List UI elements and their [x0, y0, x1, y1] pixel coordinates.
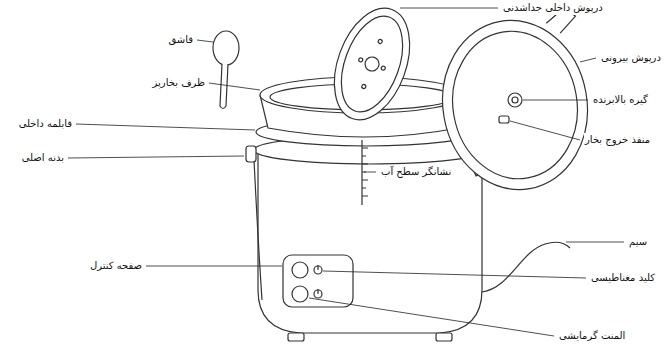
- lift-clip: [508, 93, 522, 107]
- outer-lid: [429, 6, 604, 201]
- water-level-scale: [362, 140, 368, 205]
- part-label: قابلمه داخلی: [18, 117, 73, 131]
- spoon-handle: [220, 64, 228, 109]
- part-label: کلید مغناطیسی: [590, 271, 656, 285]
- leader-line: [197, 40, 213, 42]
- foot: [436, 333, 452, 341]
- cord: [482, 242, 570, 292]
- leader-line: [510, 121, 580, 140]
- leader-line: [323, 271, 586, 278]
- leader-line: [523, 100, 588, 101]
- rice-cooker-drawing: [213, 0, 604, 341]
- heater-indicator: [292, 286, 308, 302]
- side-handle: [246, 146, 256, 162]
- body-shade: [254, 160, 262, 300]
- leader-line: [309, 298, 554, 336]
- steam-vent: [499, 116, 509, 123]
- switch-button: [292, 262, 308, 278]
- part-label: نشانگر سطح آب: [380, 165, 452, 179]
- part-label: درپوش داخلی جداشدنی: [502, 1, 604, 15]
- part-label: بدنه اصلی: [21, 151, 65, 165]
- leader-line: [580, 58, 596, 62]
- leader-line: [364, 172, 376, 173]
- leader-line: [209, 83, 260, 90]
- power-symbol: [317, 265, 318, 294]
- leader-line: [400, 8, 498, 9]
- leader-line: [68, 156, 244, 158]
- part-label: درپوش بیرونی: [600, 51, 662, 65]
- part-label: صفحه کنترل: [89, 259, 143, 273]
- part-label: منفذ خروج بخار: [584, 133, 651, 147]
- main-body: [258, 150, 482, 333]
- lift-clip-center: [512, 97, 518, 103]
- part-label: گیره بالابرنده: [592, 93, 649, 107]
- spoon-head: [213, 31, 239, 65]
- part-label: سیم: [628, 235, 648, 249]
- part-label: قاشق: [167, 33, 194, 47]
- part-label: المنت گرمایشی: [558, 329, 626, 343]
- inner-lid: [320, 0, 424, 130]
- leader-line: [146, 266, 282, 267]
- leader-lines: [68, 8, 624, 336]
- part-label: ظرف بخارپز: [152, 76, 206, 90]
- leader-line: [76, 124, 255, 130]
- leader-line: [566, 242, 624, 243]
- foot: [288, 333, 304, 341]
